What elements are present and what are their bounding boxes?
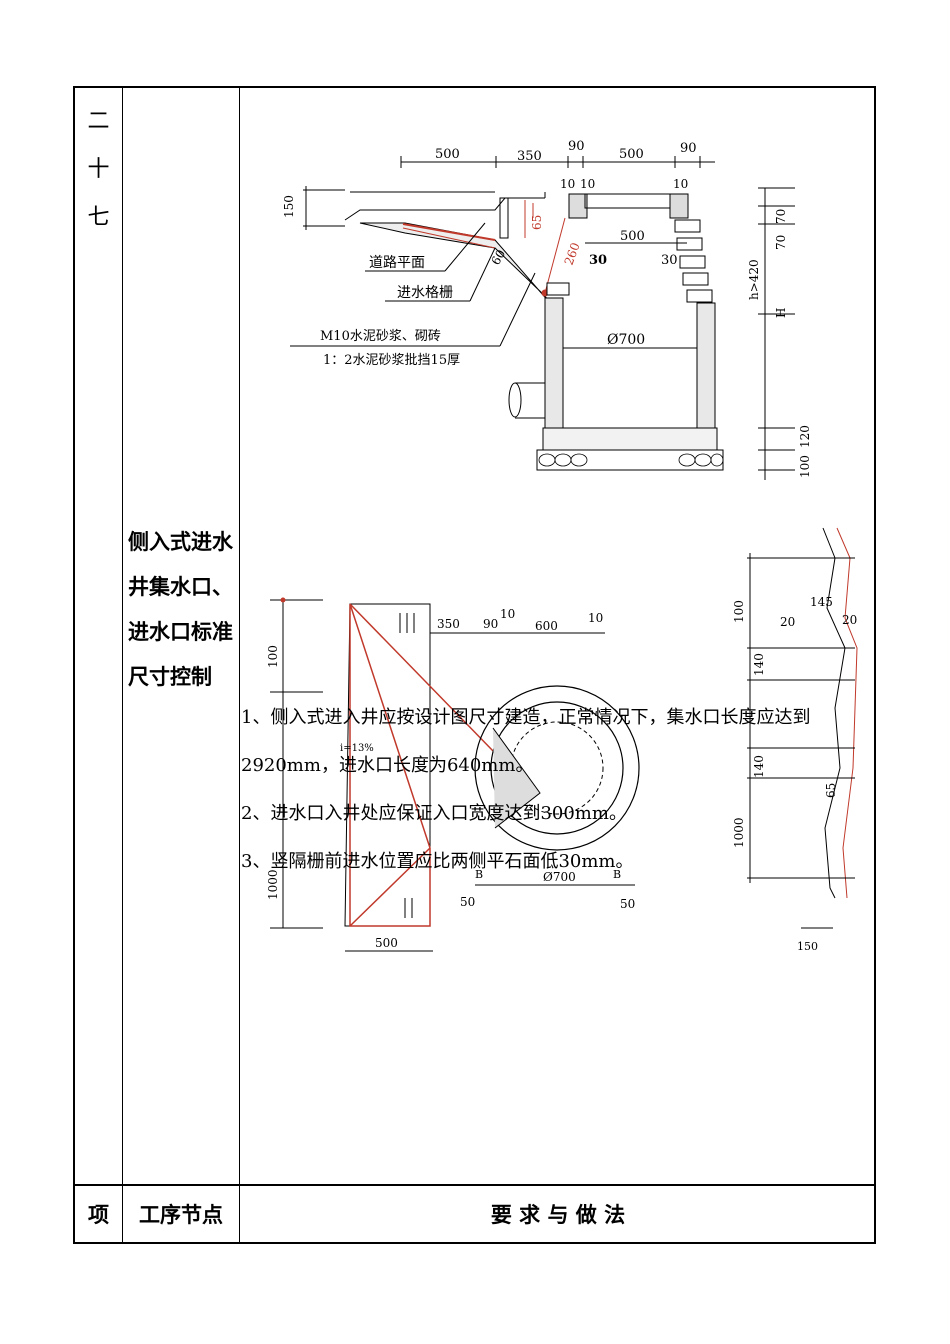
dim-label: 70 [774,209,788,224]
dim-label: 10 [560,177,575,191]
dim-label: 50 [620,897,635,911]
dim-label: 10 [580,177,595,191]
dim-label: 30 [589,253,607,268]
dim-label: 150 [282,195,296,218]
requirement-item: 3、竖隔栅前进水位置应比两侧平石面低30mm。 [241,851,634,872]
dim-label: 100 [732,600,746,623]
dim-label: 500 [435,147,460,162]
process-name: 侧入式进水井集水口、进水口标准尺寸控制 [128,530,233,689]
dim-label: 350 [517,149,542,164]
dim-label: Ø700 [543,870,576,884]
column-divider [239,88,240,1242]
dim-label: 100 [266,645,280,668]
dim-label: H [774,308,788,318]
dim-label: 65 [824,783,838,798]
header-requirements: 要 求 与 做 法 [490,1203,626,1227]
process-table: 二 十 七 侧入式进水井集水口、进水口标准尺寸控制 项 工序节点 要 求 与 做… [73,86,876,1244]
dim-label: 140 [752,755,766,778]
dim-label: Ø700 [607,332,645,348]
dim-label: h>420 [747,259,761,300]
dim-label: 10 [588,611,603,625]
header-process: 工序节点 [139,1203,223,1227]
dim-label: 140 [752,653,766,676]
dim-label: 500 [619,147,644,162]
item-number-char: 十 [87,157,110,182]
requirement-item: 1、侧入式进入井应按设计图尺寸建造，正常情况下，集水口长度应达到2920mm，进… [241,707,811,776]
dim-label: B [613,868,621,881]
dim-label: 90 [680,141,697,156]
slope-label: i=13% [340,743,374,754]
dim-label: 260 [562,241,583,267]
drawing-label: 进水格栅 [397,285,453,301]
section-drawing: 500 350 90 500 90 10 10 10 150 [282,139,812,480]
item-number-char: 二 [87,109,110,134]
requirement-item: 2、进水口入井处应保证入口宽度达到300mm。 [241,803,627,824]
dim-label: 150 [797,940,818,953]
requirements-text: 1、侧入式进入井应按设计图尺寸建造，正常情况下，集水口长度应达到2920mm，进… [241,694,881,886]
dim-label: 500 [620,229,645,244]
engineering-drawing: 500 350 90 500 90 10 10 10 150 [266,139,858,953]
dim-label: 500 [375,936,398,950]
dim-label: 60 [488,247,508,267]
drawing-label: 道路平面 [369,255,425,271]
drawing-label: 1：2水泥砂浆批挡15厚 [323,353,460,368]
dim-label: 10 [500,607,515,621]
dim-label: 1000 [266,869,280,900]
dim-label: 70 [774,235,788,250]
dim-label: 50 [460,895,475,909]
header-item: 项 [88,1203,109,1227]
dim-label: 145 [810,595,833,609]
dim-label: 90 [483,617,498,631]
drawing-label: M10水泥砂浆、砌砖 [320,329,441,344]
dim-label: 65 [530,215,544,230]
dim-label: 30 [661,253,678,268]
item-number: 二 十 七 [75,98,122,242]
dim-label: 20 [780,615,795,629]
header-divider [75,1184,874,1186]
dim-label: B [475,868,483,881]
column-divider [122,88,123,1242]
dim-label: 100 [798,455,812,478]
dim-label: 20 [842,613,857,627]
plan-drawing: 100 1000 350 90 10 600 10 i=13% [266,527,858,953]
dim-label: 10 [673,177,688,191]
dim-label: 90 [568,139,585,154]
dim-label: 350 [437,617,460,631]
dim-label: 120 [798,425,812,448]
dim-label: 1000 [732,817,746,848]
dim-label: 600 [535,619,558,633]
item-number-char: 七 [87,205,110,230]
